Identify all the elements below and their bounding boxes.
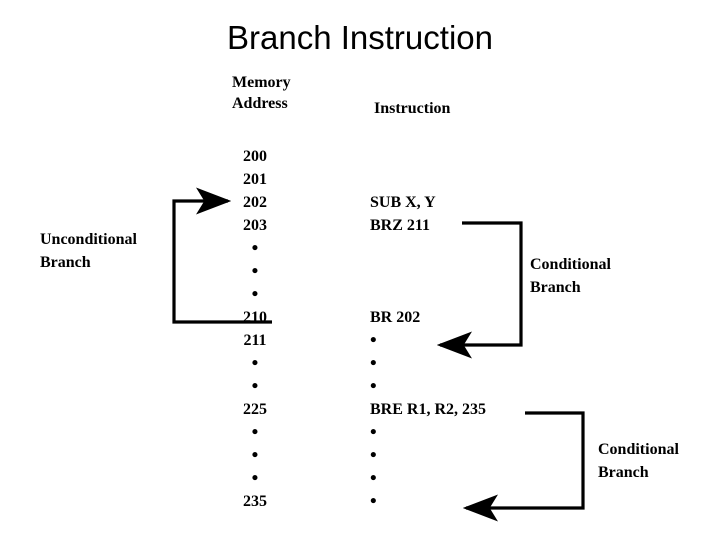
memory-address-value: 225 bbox=[243, 401, 267, 418]
instruction-value bbox=[370, 145, 570, 168]
memory-address-value: 203 bbox=[243, 217, 267, 234]
column-header-memory-address: Memory Address bbox=[232, 74, 291, 112]
instruction-ellipsis-dot: • bbox=[370, 330, 377, 351]
instruction-value: BR 202 bbox=[370, 309, 421, 326]
instruction-ellipsis-dot: • bbox=[370, 353, 377, 374]
instruction-value bbox=[370, 168, 570, 191]
memory-address-value: 235 bbox=[243, 493, 267, 510]
memory-address-ellipsis-dot: • bbox=[251, 376, 259, 397]
memory-address-value: 200 bbox=[243, 148, 267, 165]
memory-address-value: 202 bbox=[243, 194, 267, 211]
label-conditional-branch-first: Conditional Branch bbox=[530, 256, 611, 296]
instruction-ellipsis-dot: • bbox=[370, 468, 377, 489]
memory-address-value: 211 bbox=[243, 332, 267, 349]
instruction-ellipsis-dot: • bbox=[370, 422, 377, 443]
memory-address-ellipsis-dot: • bbox=[251, 284, 259, 305]
instruction-ellipsis-dot: • bbox=[370, 491, 377, 512]
instruction-value: SUB X, Y bbox=[370, 194, 436, 211]
memory-address-ellipsis-dot: • bbox=[251, 238, 259, 259]
label-unconditional-branch: Unconditional Branch bbox=[40, 231, 137, 271]
instruction-ellipsis-dot: • bbox=[370, 376, 377, 397]
memory-address-ellipsis-dot: • bbox=[251, 468, 259, 489]
instruction-ellipsis-dot: • bbox=[370, 445, 377, 466]
memory-address-ellipsis-dot: • bbox=[251, 445, 259, 466]
memory-address-value: 201 bbox=[243, 171, 267, 188]
memory-address-ellipsis-dot: • bbox=[251, 353, 259, 374]
instruction-value: BRZ 211 bbox=[370, 217, 431, 234]
page-title: Branch Instruction bbox=[227, 19, 493, 56]
memory-address-value: 210 bbox=[243, 309, 267, 326]
column-header-instruction: Instruction bbox=[374, 100, 451, 117]
memory-address-ellipsis-dot: • bbox=[251, 261, 259, 282]
label-conditional-branch-second: Conditional Branch bbox=[598, 441, 679, 481]
instruction-value: BRE R1, R2, 235 bbox=[370, 401, 487, 418]
memory-address-ellipsis-dot: • bbox=[251, 422, 259, 443]
